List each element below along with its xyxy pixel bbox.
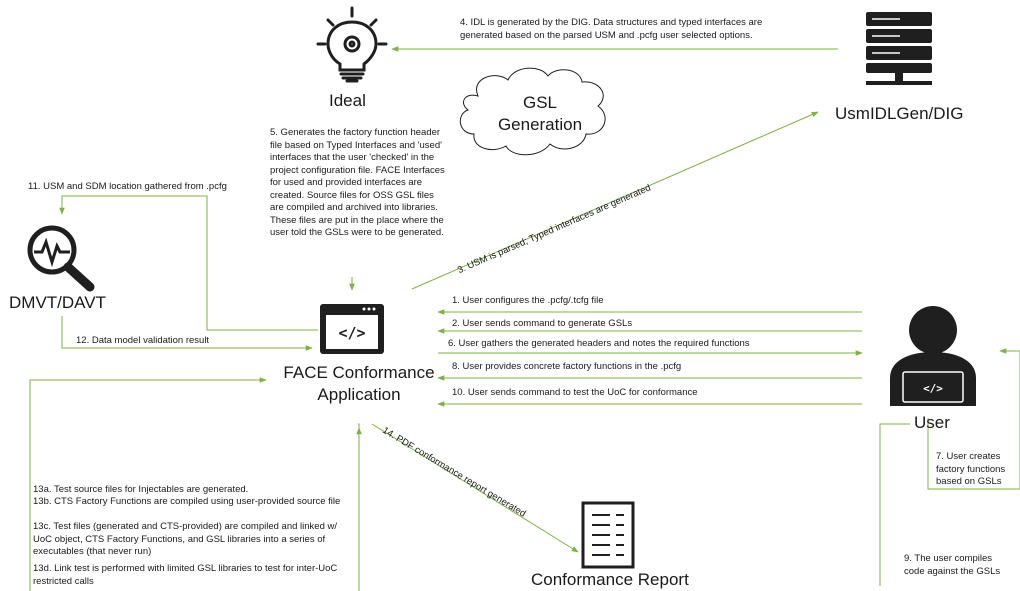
server-icon — [866, 12, 932, 85]
step12-label: 12. Data model validation result — [76, 335, 210, 346]
step13a-label: 13a. Test source files for Injectables a… — [33, 484, 249, 495]
svg-text:</>: </> — [338, 324, 365, 342]
report-label: Conformance Report — [531, 570, 689, 589]
step10-label: 10. User sends command to test the UoC f… — [452, 387, 698, 398]
face-label-line1: FACE Conformance — [283, 363, 435, 382]
cloud-label-line2: Generation — [497, 115, 583, 134]
cloud-shape — [459, 67, 606, 156]
svg-text:</>: </> — [923, 382, 943, 395]
step1-label: 1. User configures the .pcfg/.tcfg file — [452, 295, 604, 306]
user-label: User — [914, 413, 950, 432]
report-document-icon — [581, 501, 635, 569]
code-window-icon: </> — [320, 304, 384, 354]
arrow-step12 — [61, 316, 313, 351]
arrow-step14 — [371, 423, 579, 553]
step13b-label: 13b. CTS Factory Functions are compiled … — [33, 496, 341, 507]
step9-label: 9. The user compiles code against the GS… — [904, 553, 1001, 577]
step13c-label: 13c. Test files (generated and CTS-provi… — [33, 521, 337, 557]
step6-label: 6. User gathers the generated headers an… — [448, 338, 750, 349]
step7-label: 7. User creates factory functions based … — [936, 451, 1006, 487]
user-laptop-icon: </> — [890, 306, 976, 406]
arrow-step9 — [879, 423, 910, 586]
dmvt-label: DMVT/DAVT — [9, 293, 106, 312]
arrow-step3 — [411, 111, 819, 290]
arrow-step7 — [927, 348, 1020, 490]
ideal-label: Ideal — [329, 91, 366, 110]
lightbulb-gear-icon — [316, 6, 388, 83]
arrow-step11 — [59, 195, 318, 331]
cloud-label-line1: GSL — [522, 93, 558, 112]
step2-label: 2. User sends command to generate GSLs — [452, 318, 633, 329]
step13d-label: 13d. Link test is performed with limited… — [33, 563, 338, 587]
magnifier-pulse-icon — [27, 225, 95, 292]
step8-label: 8. User provides concrete factory functi… — [452, 361, 682, 372]
step11-label: 11. USM and SDM location gathered from .… — [28, 181, 227, 192]
step4-label: 4. IDL is generated by the DIG. Data str… — [460, 17, 763, 41]
face-label-line2: Application — [317, 385, 401, 404]
arrow-step13-left — [29, 377, 267, 591]
dig-label: UsmIDLGen/DIG — [835, 104, 964, 123]
step5-label: 5. Generates the factory function header… — [270, 127, 445, 238]
